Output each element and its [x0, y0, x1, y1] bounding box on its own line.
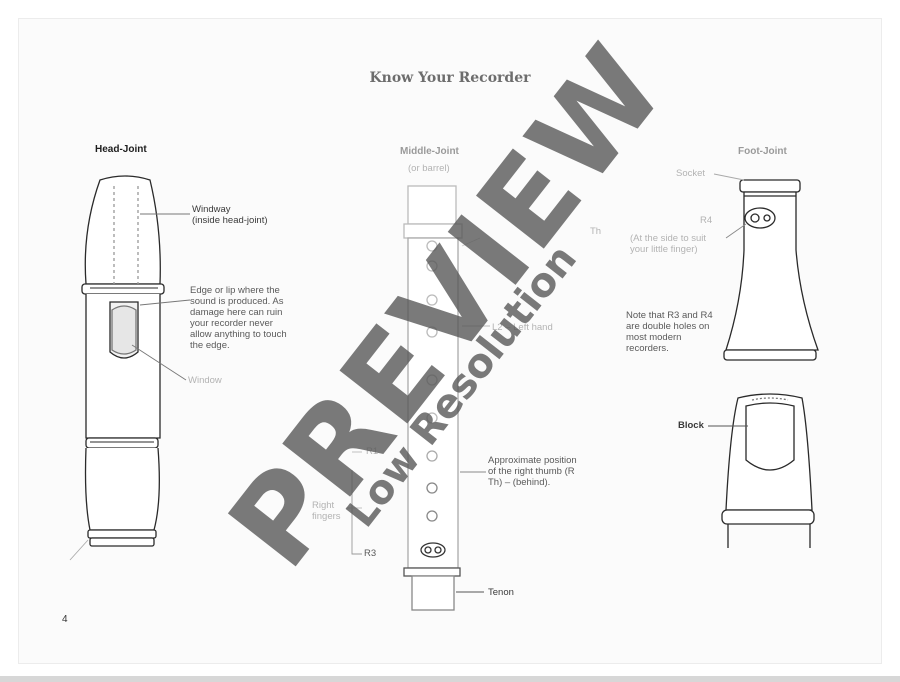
thumb-line: Th) – (behind).	[488, 477, 551, 488]
double-holes-line: Note that R3 and R4	[626, 310, 713, 321]
socket-label: Socket	[676, 168, 706, 179]
double-holes-line: are double holes on	[626, 321, 710, 332]
double-holes-line: recorders.	[626, 343, 669, 354]
windway-label: Windway (inside head-joint)	[192, 204, 268, 226]
edge-description: Edge or lip where the sound is produced.…	[190, 285, 320, 351]
right-fingers-line: Right	[312, 500, 335, 511]
edge-line: allow anything to touch	[190, 329, 287, 340]
foot-joint-heading: Foot-Joint	[738, 146, 787, 157]
right-thumb-description: Approximate position of the right thumb …	[488, 455, 608, 488]
double-holes-line: most modern	[626, 332, 682, 343]
page-title: Know Your Recorder	[369, 70, 531, 86]
edge-line: damage here can ruin	[190, 307, 283, 318]
tenon-label: Tenon	[488, 587, 514, 598]
r4-note-line: (At the side to suit	[630, 233, 707, 244]
r3-label: R3	[364, 548, 377, 559]
edge-line: the edge.	[190, 340, 230, 351]
foot-joint-drawing	[708, 173, 819, 548]
middle-joint-drawing	[346, 185, 490, 611]
window-label: Window	[188, 375, 222, 386]
right-fingers-label: Right fingers	[312, 500, 341, 522]
head-joint-drawing	[69, 175, 191, 561]
r4-label: R4	[700, 215, 713, 226]
edge-line: Edge or lip where the	[190, 285, 280, 296]
r4-note-line: your little finger)	[630, 244, 698, 255]
middle-joint-subheading: (or barrel)	[408, 163, 450, 174]
block-label: Block	[678, 420, 704, 431]
windway-label-line: Windway	[192, 204, 231, 215]
left-hand-label: L2 – Left hand	[492, 322, 553, 333]
thumb-line: of the right thumb (R	[488, 466, 575, 477]
middle-joint-heading: Middle-Joint	[400, 146, 459, 157]
r1-label: R1	[366, 446, 379, 457]
edge-line: your recorder never	[190, 318, 273, 329]
windway-label-line: (inside head-joint)	[192, 215, 268, 226]
page-number: 4	[62, 614, 68, 625]
bottom-rule	[0, 676, 900, 682]
thumb-line: Approximate position	[488, 455, 577, 466]
edge-line: sound is produced. As	[190, 296, 284, 307]
head-joint-heading: Head-Joint	[95, 144, 147, 155]
right-fingers-line: fingers	[312, 511, 341, 522]
double-holes-note: Note that R3 and R4 are double holes on …	[626, 310, 726, 354]
r4-note: (At the side to suit your little finger)	[630, 233, 706, 255]
thumb-hole-label: Th	[590, 226, 602, 237]
